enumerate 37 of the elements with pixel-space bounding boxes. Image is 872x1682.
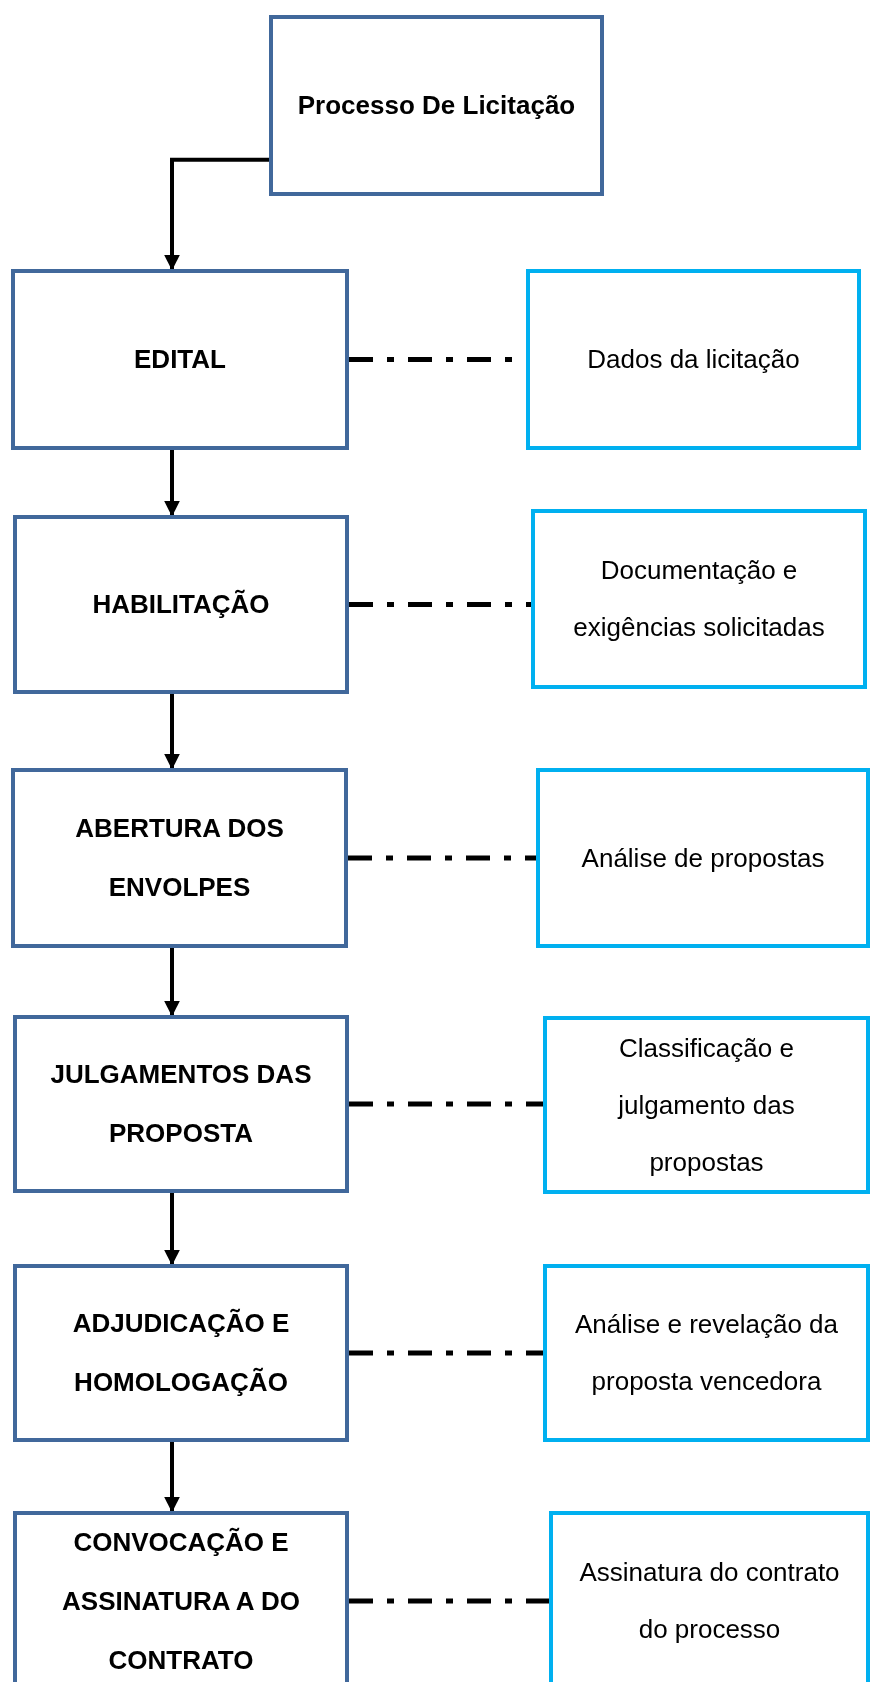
- description-box: [536, 768, 870, 948]
- step-label: ADJUDICAÇÃO E HOMOLOGAÇÃO: [71, 1307, 291, 1399]
- description-box: [531, 509, 867, 689]
- description-text: Dados da licitação: [587, 343, 800, 376]
- dash-dot-connector: [349, 602, 531, 607]
- dash-dot-connector: [349, 1101, 543, 1107]
- description-text: Análise de propostas: [581, 841, 825, 875]
- arrow: [164, 450, 180, 517]
- description-text: Assinatura do contrato do processo: [578, 1556, 841, 1646]
- step-label: HABILITAÇÃO: [92, 588, 270, 621]
- arrow: [164, 948, 180, 1017]
- description-text: Classificação e julgamento das propostas: [616, 1031, 796, 1179]
- dash-dot-connector: [349, 1598, 549, 1604]
- description-box: [543, 1016, 870, 1194]
- step-label: ABERTURA DOS ENVOLPES: [74, 812, 285, 904]
- dash-dot-connector: [348, 855, 536, 861]
- arrow: [164, 1193, 180, 1266]
- step-label: Processo De Licitação: [297, 89, 576, 122]
- description-box: [549, 1511, 870, 1682]
- process-box: [13, 1264, 349, 1442]
- description-text: Análise e revelação da proposta vencedora: [573, 1308, 840, 1398]
- description-box: [526, 269, 861, 450]
- step-label: EDITAL: [134, 343, 226, 376]
- process-box: [11, 768, 348, 948]
- step-label: JULGAMENTOS DAS PROPOSTA: [49, 1058, 313, 1150]
- description-text: Documentação e exigências solicitadas: [572, 554, 826, 644]
- step-label: CONVOCAÇÃO E ASSINATURA A DO CONTRATO: [61, 1525, 301, 1677]
- process-box: [13, 1511, 349, 1682]
- arrow: [164, 1442, 180, 1513]
- dash-dot-connector: [349, 1350, 543, 1356]
- process-box: [13, 1015, 349, 1193]
- process-box: [13, 515, 349, 694]
- process-box: [269, 15, 604, 196]
- description-box: [543, 1264, 870, 1442]
- arrow: [164, 157, 269, 271]
- arrow: [164, 694, 180, 770]
- process-box: [11, 269, 349, 450]
